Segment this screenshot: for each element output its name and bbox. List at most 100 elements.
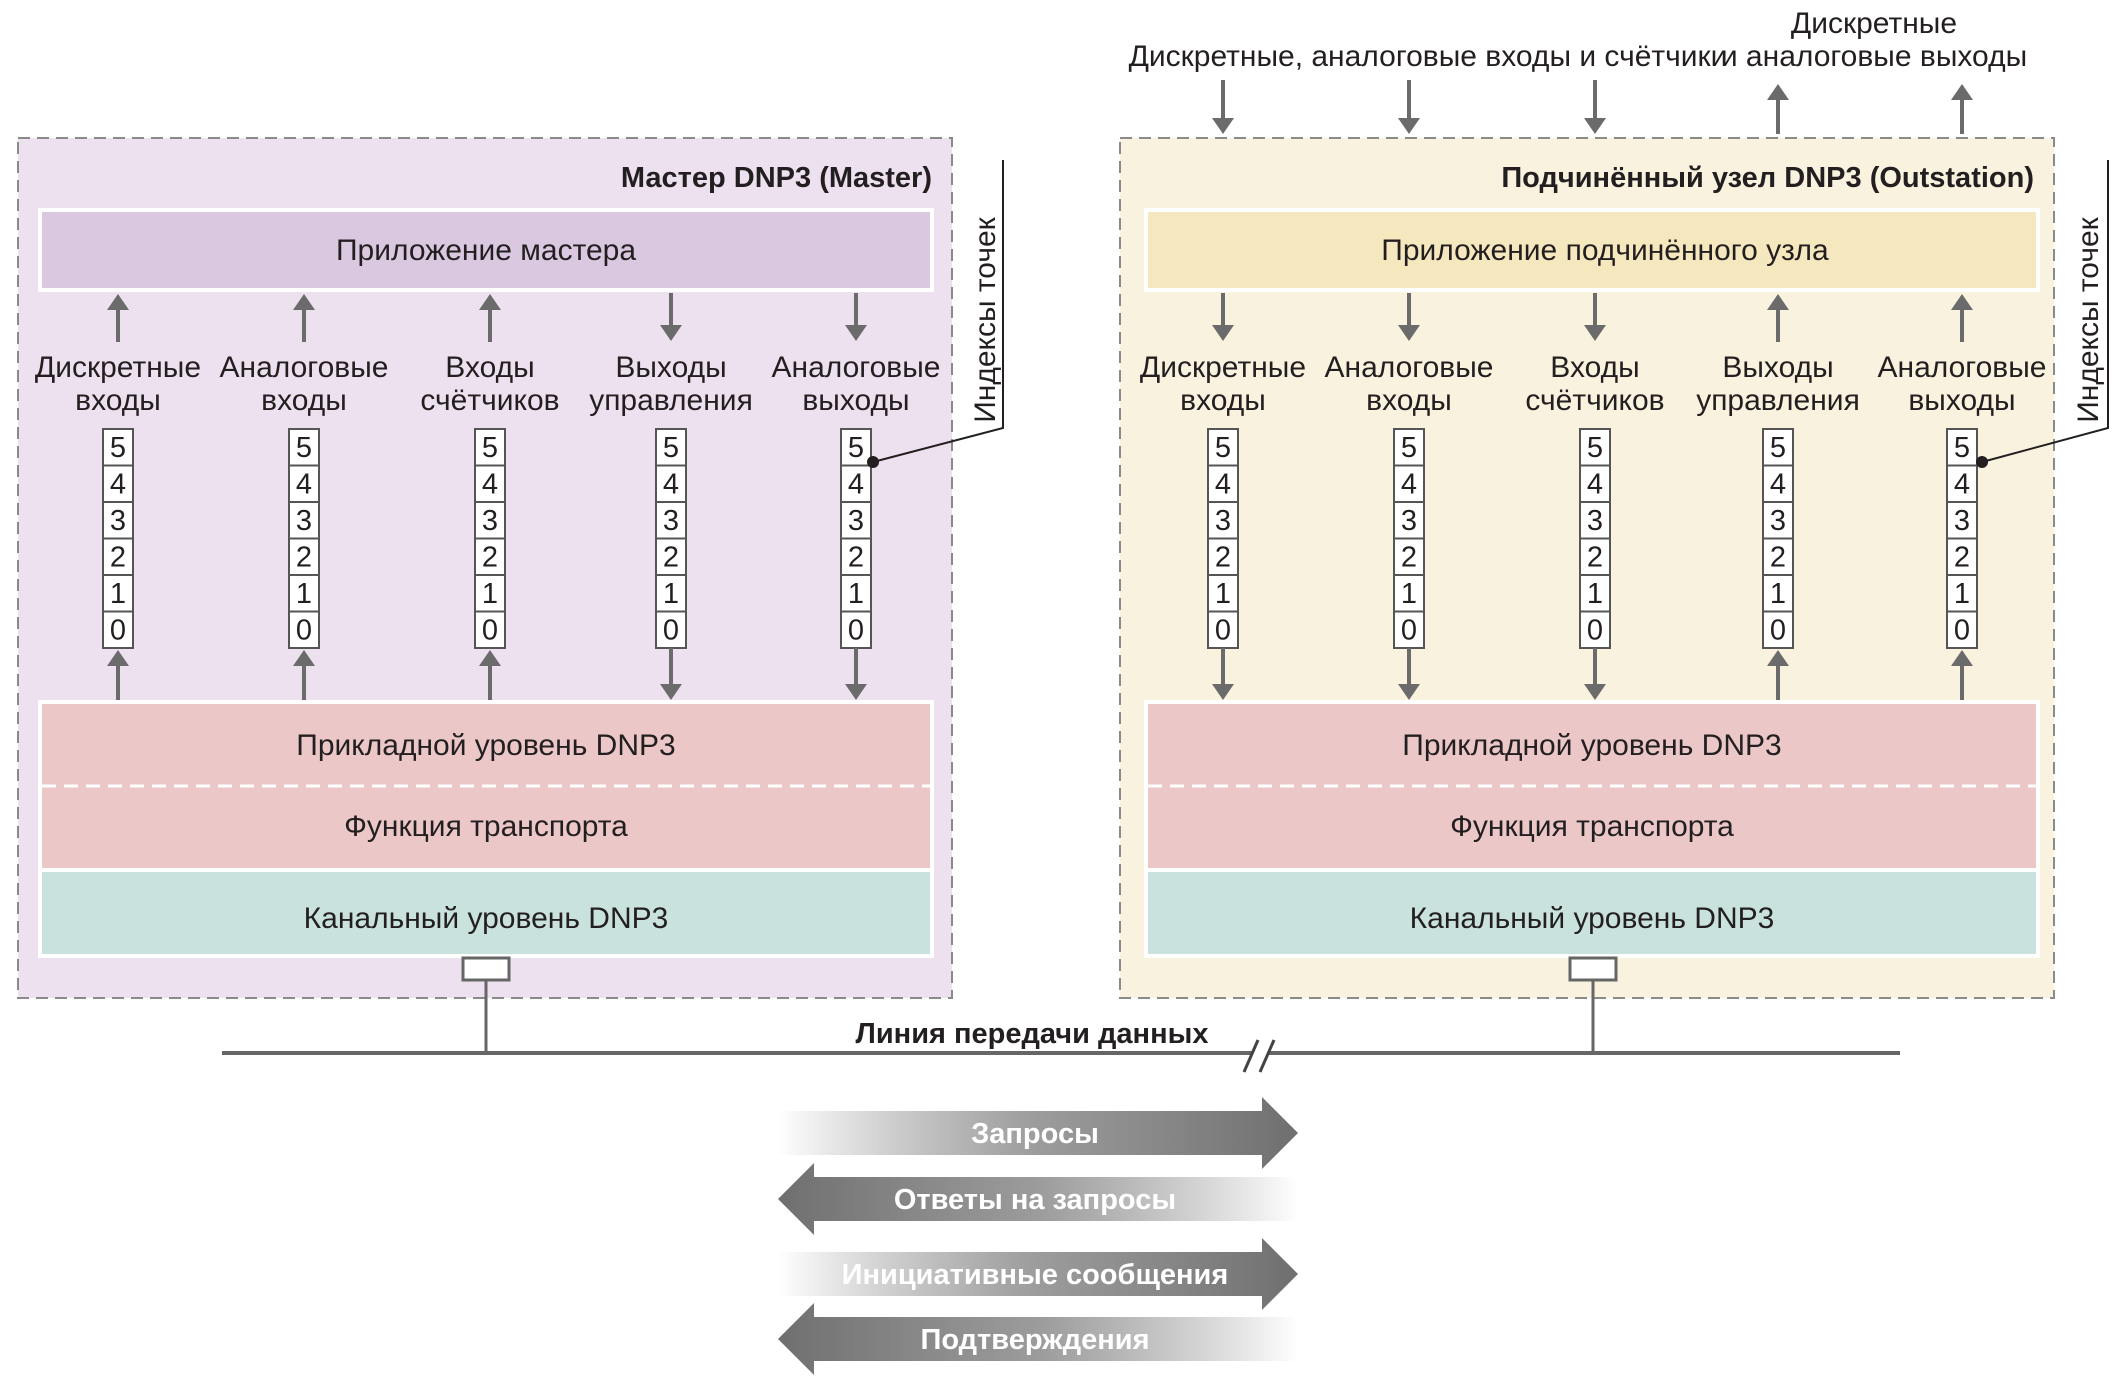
index-cell — [1207, 464, 1239, 503]
master-column-label-line2: счётчиков — [420, 384, 559, 417]
index-value: 5 — [848, 432, 864, 464]
external-input-arrow — [1212, 80, 1234, 134]
outstation-app-arrow-up — [1951, 294, 1973, 342]
index-cell — [655, 610, 687, 649]
index-cell — [474, 610, 506, 649]
index-value: 1 — [482, 578, 498, 610]
master-app-arrow-down — [845, 293, 867, 341]
master-layer-arrow-down — [660, 648, 682, 700]
message-label: Подтверждения — [920, 1324, 1149, 1356]
index-cell — [1579, 537, 1611, 576]
outstation-application-label: Приложение подчинённого узла — [1381, 234, 1829, 267]
line-break-mark-2 — [1258, 1039, 1276, 1073]
outstation-column-label-line2: счётчиков — [1525, 384, 1664, 417]
message-arrow-shape — [778, 1238, 1298, 1310]
index-value: 5 — [1401, 432, 1417, 464]
master-application-layer-label: Прикладной уровень DNP3 — [296, 729, 675, 762]
index-value: 4 — [482, 469, 498, 501]
external-inputs-label: Дискретные, аналоговые входы и счётчики — [1129, 40, 1728, 73]
index-cell — [1946, 428, 1978, 467]
index-cell — [1207, 574, 1239, 613]
index-value: 3 — [110, 505, 126, 537]
index-value: 2 — [110, 542, 126, 574]
external-output-arrow — [1951, 84, 1973, 134]
master-point-indices-dot — [867, 456, 879, 468]
index-value: 0 — [848, 615, 864, 647]
master-layer-arrow-down — [845, 648, 867, 700]
master-point-indices-leader — [872, 160, 1004, 463]
index-value: 1 — [1215, 578, 1231, 610]
outstation-layer-arrow-down — [1398, 648, 1420, 700]
outstation-layer-arrow-down — [1584, 648, 1606, 700]
index-value: 2 — [1770, 542, 1786, 574]
outstation-link-layer-box — [1144, 868, 2040, 958]
index-cell — [840, 501, 872, 540]
index-value: 1 — [110, 578, 126, 610]
index-value: 4 — [1954, 469, 1970, 501]
index-cell — [474, 501, 506, 540]
outstation-column-label-line2: выходы — [1908, 384, 2015, 417]
index-value: 3 — [1215, 505, 1231, 537]
index-cell — [474, 537, 506, 576]
index-value: 0 — [1954, 615, 1970, 647]
index-cell — [1207, 610, 1239, 649]
outstation-application-layer-label: Прикладной уровень DNP3 — [1402, 729, 1781, 762]
index-cell — [1207, 428, 1239, 467]
master-columns: Дискретныевходы543210Аналоговыевходы5432… — [35, 293, 940, 700]
index-cell — [1579, 428, 1611, 467]
master-column-label-line1: Входы — [445, 351, 534, 384]
outstation-columns: Дискретныевходы543210Аналоговыевходы5432… — [1140, 293, 2047, 700]
outstation-transport-label: Функция транспорта — [1450, 810, 1734, 843]
external-arrows — [1212, 80, 1973, 134]
outstation-column-label-line1: Аналоговые — [1878, 351, 2047, 384]
data-transmission-line: Линия передачи данных — [222, 1018, 1900, 1073]
index-value: 2 — [296, 542, 312, 574]
index-value: 0 — [296, 615, 312, 647]
master-panel: Мастер DNP3 (Master) Приложение мастера … — [17, 137, 1004, 1053]
outstation-layer-arrow-up — [1951, 650, 1973, 700]
index-cell — [1946, 574, 1978, 613]
external-outputs-label-line2: и аналоговые выходы — [1721, 40, 2027, 73]
index-value: 4 — [110, 469, 126, 501]
index-value: 5 — [110, 432, 126, 464]
master-layer-arrow-up — [293, 650, 315, 700]
index-cell — [840, 537, 872, 576]
index-value: 2 — [1401, 542, 1417, 574]
index-value: 3 — [1587, 505, 1603, 537]
outstation-layer-stack: Прикладной уровень DNP3 Функция транспор… — [1144, 700, 2040, 958]
data-line-label: Линия передачи данных — [856, 1018, 1209, 1050]
index-value: 4 — [663, 469, 679, 501]
index-value: 3 — [1401, 505, 1417, 537]
index-value: 5 — [482, 432, 498, 464]
index-cell — [1579, 464, 1611, 503]
outstation-layer-arrow-up — [1767, 650, 1789, 700]
index-value: 1 — [1587, 578, 1603, 610]
outstation-app-arrow-down — [1584, 293, 1606, 341]
master-column-label-line1: Дискретные — [35, 351, 201, 384]
message-arrow-3: Инициативные сообщения — [778, 1238, 1298, 1310]
index-value: 5 — [1954, 432, 1970, 464]
index-value: 4 — [848, 469, 864, 501]
index-value: 2 — [482, 542, 498, 574]
index-value: 3 — [1954, 505, 1970, 537]
master-app-arrow-down — [660, 293, 682, 341]
index-cell — [1762, 610, 1794, 649]
message-arrow-shape — [778, 1163, 1298, 1235]
